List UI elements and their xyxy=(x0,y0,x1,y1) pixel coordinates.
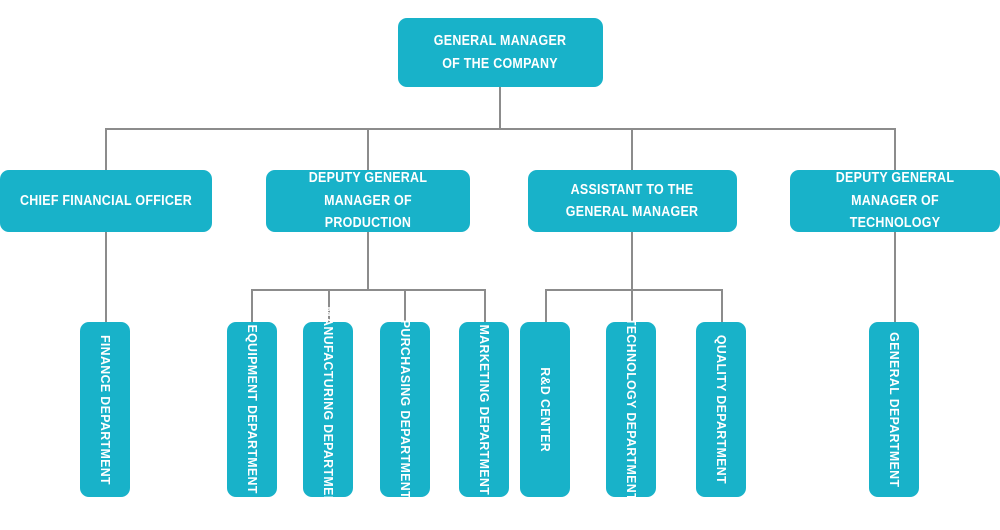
node-label: MARKETING DEPARTMENT xyxy=(477,324,493,495)
node-label: DEPUTY GENERAL MANAGER OF TECHNOLOGY xyxy=(835,170,955,232)
node-label: FINANCE DEPARTMENT xyxy=(98,334,114,485)
node-manufacturing-department[interactable]: MANUFACTURING DEPARTMENT xyxy=(303,306,353,513)
node-quality-department[interactable]: QUALITY DEPARTMENT xyxy=(696,322,746,497)
node-rd-center[interactable]: R&D CENTER xyxy=(520,322,570,497)
node-assistant-to-the-general-manager[interactable]: ASSISTANT TO THE GENERAL MANAGER xyxy=(528,170,737,232)
node-label: ASSISTANT TO THE GENERAL MANAGER xyxy=(566,181,699,220)
node-technology-department[interactable]: TECHNOLOGY DEPARTMENT xyxy=(606,318,656,501)
node-purchasing-department[interactable]: PURCHASING DEPARTMENT xyxy=(380,319,430,500)
connector-drop-technology-dept xyxy=(631,289,633,324)
connector-drop-manufacturing xyxy=(328,289,330,324)
connector-drop-equipment xyxy=(251,289,253,324)
node-label: DEPUTY GENERAL MANAGER OF PRODUCTION xyxy=(308,170,428,232)
node-label: PURCHASING DEPARTMENT xyxy=(398,319,414,500)
node-deputy-general-manager-of-technology[interactable]: DEPUTY GENERAL MANAGER OF TECHNOLOGY xyxy=(790,170,1000,232)
connector-cfo-to-finance xyxy=(105,232,107,324)
connector-drop-marketing xyxy=(484,289,486,324)
node-label: R&D CENTER xyxy=(538,367,554,452)
node-finance-department[interactable]: FINANCE DEPARTMENT xyxy=(80,322,130,497)
connector-technology-to-general xyxy=(894,232,896,324)
connector-drop-cfo xyxy=(105,128,107,172)
node-general-department[interactable]: GENERAL DEPARTMENT xyxy=(869,322,919,497)
node-label: TECHNOLOGY DEPARTMENT xyxy=(624,317,640,502)
node-equipment-department[interactable]: EQUIPMENT DEPARTMENT xyxy=(227,322,277,497)
connector-drop-assistant xyxy=(631,128,633,172)
node-label: QUALITY DEPARTMENT xyxy=(714,334,730,485)
connector-drop-production xyxy=(367,128,369,172)
connector-drop-technology xyxy=(894,128,896,172)
node-general-manager-of-the-company[interactable]: GENERAL MANAGER OF THE COMPANY xyxy=(398,18,603,87)
node-chief-financial-officer[interactable]: CHIEF FINANCIAL OFFICER xyxy=(0,170,212,232)
connector-production-bus xyxy=(251,289,486,291)
connector-level2-bus xyxy=(105,128,896,130)
connector-drop-rd-center xyxy=(545,289,547,324)
node-label: GENERAL DEPARTMENT xyxy=(887,331,903,488)
connector-assistant-stem xyxy=(631,232,633,290)
node-label: MANUFACTURING DEPARTMENT xyxy=(321,306,337,513)
node-label: CHIEF FINANCIAL OFFICER xyxy=(20,192,192,209)
node-label: GENERAL MANAGER OF THE COMPANY xyxy=(434,33,567,72)
connector-root-stem xyxy=(499,87,501,130)
node-marketing-department[interactable]: MARKETING DEPARTMENT xyxy=(459,322,509,497)
connector-assistant-bus xyxy=(545,289,723,291)
node-label: EQUIPMENT DEPARTMENT xyxy=(245,324,261,495)
connector-drop-purchasing xyxy=(404,289,406,324)
connector-production-stem xyxy=(367,232,369,290)
node-deputy-general-manager-of-production[interactable]: DEPUTY GENERAL MANAGER OF PRODUCTION xyxy=(266,170,470,232)
connector-drop-quality xyxy=(721,289,723,324)
